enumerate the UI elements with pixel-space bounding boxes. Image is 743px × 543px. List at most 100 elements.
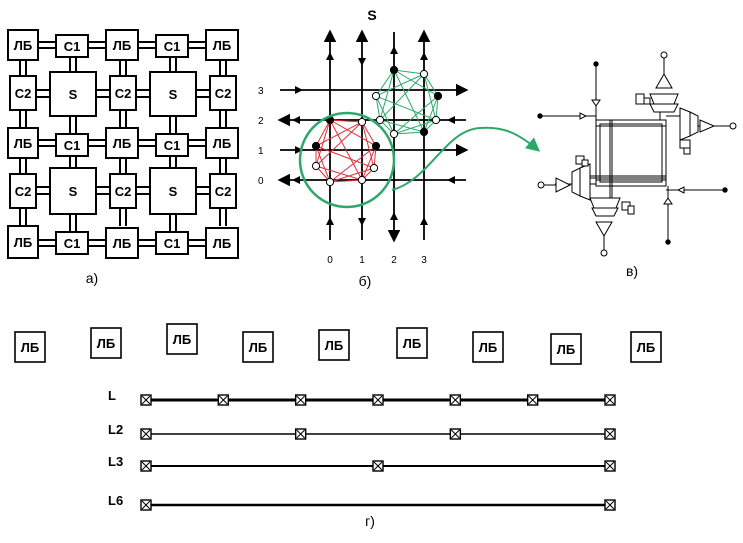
- lb-label: ЛБ: [21, 340, 39, 355]
- svg-text:S: S: [169, 184, 178, 199]
- lb-block: ЛБ: [550, 333, 582, 365]
- svg-text:С2: С2: [215, 86, 232, 101]
- switch-point: [526, 394, 539, 406]
- switch-point: [294, 394, 307, 406]
- lb-label: ЛБ: [637, 340, 655, 355]
- row-label: 1: [258, 146, 264, 157]
- lb-block: ЛБ: [472, 331, 504, 363]
- c2-block: С2: [109, 173, 137, 209]
- lb-block: ЛБ: [166, 323, 198, 355]
- lb-block: ЛБ: [242, 331, 274, 363]
- red-connection-star: [315, 119, 377, 183]
- lb-label: ЛБ: [403, 336, 421, 351]
- switch-point: [140, 428, 152, 440]
- lb-block: ЛБ: [14, 331, 46, 363]
- switch-point: [372, 460, 384, 472]
- lb-block: ЛБ: [105, 29, 139, 61]
- col-label: 2: [391, 255, 397, 266]
- col-label: 1: [359, 255, 365, 266]
- svg-text:С2: С2: [115, 184, 132, 199]
- svg-text:С1: С1: [164, 138, 181, 153]
- panel-a-caption: а): [86, 270, 98, 286]
- lb-block: ЛБ: [105, 127, 139, 159]
- svg-text:S: S: [69, 87, 78, 102]
- switch-point: [604, 394, 616, 406]
- panel-g-caption: г): [365, 513, 375, 529]
- c1-block: С1: [155, 34, 189, 58]
- lb-label: ЛБ: [249, 340, 267, 355]
- green-connection-star: [375, 69, 439, 135]
- svg-text:ЛБ: ЛБ: [113, 136, 131, 151]
- svg-text:С2: С2: [215, 184, 232, 199]
- switch-point: [140, 460, 152, 472]
- zoom-arrow: [391, 126, 541, 191]
- panel-b-caption: б): [359, 273, 372, 289]
- row-label: 3: [258, 86, 264, 97]
- c1-block: С1: [55, 133, 89, 157]
- segment-length-label: L6: [108, 493, 123, 508]
- c1-block: С1: [155, 231, 189, 255]
- c2-block: С2: [9, 75, 37, 111]
- c2-block: С2: [9, 173, 37, 209]
- lb-block: ЛБ: [7, 29, 39, 61]
- lb-block: ЛБ: [205, 29, 239, 61]
- c1-block: С1: [55, 34, 89, 58]
- svg-text:С2: С2: [15, 184, 32, 199]
- svg-text:ЛБ: ЛБ: [14, 38, 32, 53]
- svg-text:С1: С1: [64, 138, 81, 153]
- lb-block: ЛБ: [90, 327, 122, 359]
- panel-a-island-layout: ЛБ С1 ЛБ С1 ЛБ С2 S С2: [7, 29, 239, 286]
- lb-label: ЛБ: [173, 332, 191, 347]
- segment-length-label: L3: [108, 454, 123, 469]
- lb-block: ЛБ: [396, 327, 428, 359]
- switch-point: [449, 428, 462, 440]
- panel-b-title: S: [367, 7, 376, 23]
- panel-a-interconnect: [19, 41, 227, 247]
- c1-block: С1: [155, 133, 189, 157]
- lb-label: ЛБ: [97, 336, 115, 351]
- lb-label: ЛБ: [325, 338, 343, 353]
- svg-text:С1: С1: [164, 236, 181, 251]
- lb-block: ЛБ: [318, 329, 350, 361]
- magnify-circle: [298, 111, 396, 209]
- switch-point: [604, 460, 616, 472]
- switch-point: [140, 394, 152, 406]
- c2-block: С2: [109, 75, 137, 111]
- switch-block: S: [149, 71, 197, 117]
- switch-block: S: [49, 167, 97, 215]
- lb-label: ЛБ: [557, 342, 575, 357]
- lb-block: ЛБ: [205, 127, 239, 159]
- lb-block: ЛБ: [205, 227, 239, 259]
- segment-length-label: L2: [108, 422, 123, 437]
- switch-point: [449, 394, 462, 406]
- segment-length-label: L: [108, 388, 116, 403]
- svg-text:ЛБ: ЛБ: [113, 38, 131, 53]
- lb-block: ЛБ: [7, 225, 39, 259]
- svg-text:С1: С1: [164, 39, 181, 54]
- row-label: 0: [258, 176, 264, 187]
- c2-block: С2: [209, 75, 237, 111]
- switch-block: S: [49, 71, 97, 117]
- svg-text:S: S: [169, 87, 178, 102]
- switch-point: [372, 394, 384, 406]
- c1-block: С1: [55, 231, 89, 255]
- switch-point: [604, 499, 616, 511]
- row-label: 2: [258, 116, 264, 127]
- switch-point: [604, 428, 616, 440]
- switch-point: [217, 394, 230, 406]
- lb-row: ЛБ ЛБ ЛБ ЛБ ЛБ ЛБ ЛБ ЛБ ЛБ: [14, 323, 662, 365]
- svg-text:ЛБ: ЛБ: [213, 136, 231, 151]
- lb-block: ЛБ: [630, 331, 662, 363]
- col-label: 0: [327, 255, 333, 266]
- lb-block: ЛБ: [7, 127, 39, 159]
- panel-b-switch-box: S: [258, 7, 541, 289]
- switch-point: [294, 428, 307, 440]
- lb-block: ЛБ: [105, 227, 139, 259]
- panel-v-switch-circuit: в): [537, 51, 737, 279]
- svg-text:S: S: [69, 184, 78, 199]
- lb-label: ЛБ: [479, 340, 497, 355]
- svg-text:С2: С2: [115, 86, 132, 101]
- c2-block: С2: [209, 173, 237, 209]
